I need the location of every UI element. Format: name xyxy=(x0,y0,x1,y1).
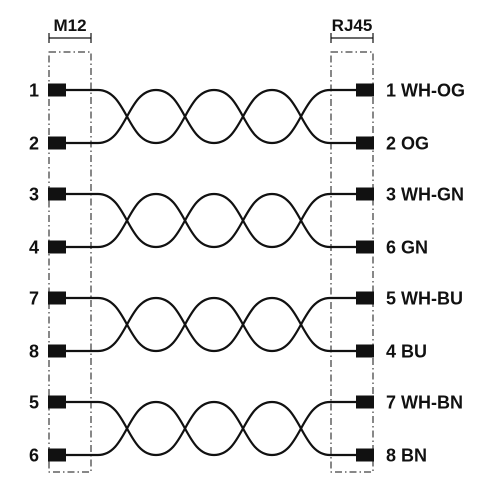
m12-connector-label: M12 xyxy=(53,16,86,35)
rj45-connector-frame xyxy=(330,51,374,473)
wire-conductor xyxy=(64,88,358,145)
m12-pin-terminal xyxy=(48,448,66,462)
rj45-pin-label: 4 BU xyxy=(386,342,427,362)
m12-pin-terminal xyxy=(48,344,66,358)
rj45-pin-label: 8 BN xyxy=(386,446,427,466)
m12-pin-label: 8 xyxy=(29,342,39,362)
wire-conductor xyxy=(64,192,358,249)
rj45-pin-label: 1 WH-OG xyxy=(386,81,465,101)
wire-conductor xyxy=(64,192,358,249)
wire-conductor xyxy=(64,400,358,457)
rj45-pin-label: 6 GN xyxy=(386,238,428,258)
wire-conductor xyxy=(64,400,358,457)
rj45-pin-label: 3 WH-GN xyxy=(386,185,464,205)
twisted-pair: 1 1 WH-OG 2 2 OG xyxy=(29,81,465,154)
m12-pin-label: 6 xyxy=(29,446,39,466)
rj45-pin-terminal xyxy=(356,291,374,305)
m12-header-bracket xyxy=(48,33,92,43)
wire-conductor xyxy=(64,296,358,353)
rj45-pin-terminal xyxy=(356,83,374,97)
rj45-pin-terminal xyxy=(356,136,374,150)
m12-pin-terminal xyxy=(48,187,66,201)
m12-pin-label: 1 xyxy=(29,81,39,101)
rj45-pin-terminal xyxy=(356,187,374,201)
rj45-pin-terminal xyxy=(356,448,374,462)
rj45-pin-terminal xyxy=(356,344,374,358)
m12-pin-label: 2 xyxy=(29,134,39,154)
m12-pin-terminal xyxy=(48,395,66,409)
m12-connector-frame xyxy=(48,51,92,473)
twisted-pair: 5 7 WH-BN 6 8 BN xyxy=(29,393,463,466)
m12-pin-label: 3 xyxy=(29,185,39,205)
wire-conductor xyxy=(64,88,358,145)
rj45-connector-label: RJ45 xyxy=(332,16,373,35)
rj45-pin-terminal xyxy=(356,395,374,409)
rj45-pin-terminal xyxy=(356,240,374,254)
wire-conductor xyxy=(64,296,358,353)
rj45-pin-label: 5 WH-BU xyxy=(386,289,463,309)
m12-pin-terminal xyxy=(48,136,66,150)
rj45-pin-label: 2 OG xyxy=(386,134,429,154)
m12-pin-label: 7 xyxy=(29,289,39,309)
twisted-pair: 3 3 WH-GN 4 6 GN xyxy=(29,185,464,258)
m12-pin-label: 4 xyxy=(29,238,39,258)
rj45-header-bracket xyxy=(330,33,374,43)
rj45-pin-label: 7 WH-BN xyxy=(386,393,463,413)
m12-pin-terminal xyxy=(48,291,66,305)
m12-pin-terminal xyxy=(48,83,66,97)
m12-pin-label: 5 xyxy=(29,393,39,413)
twisted-pairs: 1 1 WH-OG 2 2 OG 3 3 WH-GN 4 6 GN 7 5 WH-BU 8 4 BU 5… xyxy=(29,81,465,466)
twisted-pair: 7 5 WH-BU 8 4 BU xyxy=(29,289,463,362)
m12-pin-terminal xyxy=(48,240,66,254)
